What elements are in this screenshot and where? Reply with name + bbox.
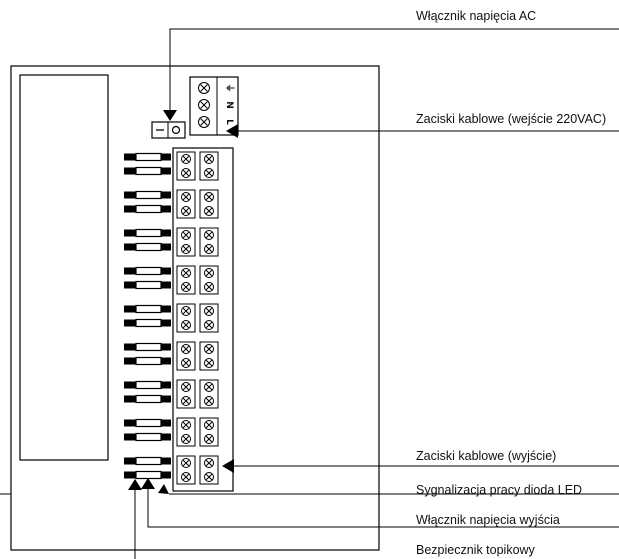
input-terminal-screw-icon — [198, 116, 210, 128]
output-terminal-screw-icon — [204, 168, 214, 178]
callout-fuse — [0, 479, 142, 559]
input-terminal-screw-icon — [198, 99, 210, 111]
output-terminal-block — [176, 455, 219, 485]
output-channel — [124, 341, 219, 371]
output-channel — [124, 151, 219, 181]
output-channel — [124, 265, 219, 295]
ac-switch[interactable] — [151, 121, 186, 139]
pole-n-label: N — [224, 101, 234, 109]
output-terminal-screw-icon — [181, 282, 191, 292]
output-terminal-screw-icon — [181, 396, 191, 406]
output-terminal-screw-icon — [204, 154, 214, 164]
output-terminal-screw-icon — [181, 306, 191, 316]
output-terminal-screw-icon — [181, 358, 191, 368]
output-channel — [124, 455, 219, 485]
callout-output-terminals — [222, 459, 619, 473]
output-switch-icon[interactable] — [124, 166, 171, 176]
output-channel — [124, 379, 219, 409]
output-terminal-screw-icon — [204, 434, 214, 444]
fuse-icon[interactable] — [124, 190, 171, 200]
label-led: Sygnalizacja pracy dioda LED — [416, 483, 582, 497]
output-terminal-screw-icon — [204, 268, 214, 278]
label-fuse: Bezpiecznik topikowy — [416, 543, 536, 557]
output-terminal-screw-icon — [181, 434, 191, 444]
label-output-switch: Włącznik napięcia wyjścia — [416, 513, 560, 527]
output-channel — [124, 303, 219, 333]
output-switch-icon[interactable] — [124, 280, 171, 290]
fuse-icon[interactable] — [124, 228, 171, 238]
output-terminal-screw-icon — [204, 396, 214, 406]
output-terminal-screw-icon — [181, 382, 191, 392]
output-terminal-screw-icon — [181, 344, 191, 354]
enclosure — [10, 65, 380, 551]
output-terminal-screw-icon — [181, 420, 191, 430]
callout-led — [158, 484, 619, 495]
output-terminal-block — [176, 227, 219, 257]
side-panel — [19, 74, 109, 461]
fuse-icon[interactable] — [124, 152, 171, 162]
label-output-terminals: Zaciski kablowe (wyjście) — [416, 449, 556, 463]
output-terminal-screw-icon — [204, 472, 214, 482]
fuse-icon[interactable] — [124, 456, 171, 466]
output-terminal-screw-icon — [181, 230, 191, 240]
fuse-icon[interactable] — [124, 342, 171, 352]
output-terminal-screw-icon — [181, 472, 191, 482]
output-terminal-screw-icon — [204, 420, 214, 430]
output-terminal-screw-icon — [181, 458, 191, 468]
output-terminal-screw-icon — [181, 206, 191, 216]
output-channel — [124, 189, 219, 219]
callout-input-terminals — [226, 124, 619, 138]
output-terminal-screw-icon — [204, 358, 214, 368]
output-terminal-screw-icon — [181, 244, 191, 254]
fuse-icon[interactable] — [124, 380, 171, 390]
pole-l-label: L — [224, 119, 234, 125]
output-channel — [124, 417, 219, 447]
output-terminal-block — [176, 341, 219, 371]
output-terminal-screw-icon — [181, 154, 191, 164]
output-terminal-screw-icon — [181, 168, 191, 178]
output-terminal-screw-icon — [204, 306, 214, 316]
output-switch-icon[interactable] — [124, 242, 171, 252]
output-terminal-block — [176, 379, 219, 409]
callout-output-switch — [141, 478, 619, 528]
output-terminal-strip — [172, 147, 234, 492]
output-switch-icon[interactable] — [124, 204, 171, 214]
output-terminal-block — [176, 417, 219, 447]
output-terminal-block — [176, 303, 219, 333]
output-terminal-screw-icon — [204, 458, 214, 468]
output-channels — [124, 151, 219, 485]
fuse-icon[interactable] — [124, 418, 171, 428]
output-terminal-screw-icon — [204, 192, 214, 202]
output-terminal-screw-icon — [204, 320, 214, 330]
output-terminal-screw-icon — [181, 268, 191, 278]
input-terminal-screw-icon — [198, 82, 210, 94]
output-terminal-screw-icon — [181, 320, 191, 330]
pole-ground-label: ⏚ — [224, 83, 235, 92]
output-terminal-screw-icon — [204, 344, 214, 354]
output-terminal-screw-icon — [204, 382, 214, 392]
output-terminal-screw-icon — [204, 282, 214, 292]
input-terminal-block: ⏚ N L — [189, 76, 239, 136]
fuse-icon[interactable] — [124, 304, 171, 314]
output-switch-icon[interactable] — [124, 394, 171, 404]
output-switch-icon[interactable] — [124, 356, 171, 366]
label-ac-switch: Włącznik napięcia AC — [416, 9, 536, 23]
output-switch-icon[interactable] — [124, 470, 171, 480]
output-switch-icon[interactable] — [124, 432, 171, 442]
output-terminal-block — [176, 189, 219, 219]
output-terminal-screw-icon — [204, 230, 214, 240]
output-terminal-screw-icon — [204, 244, 214, 254]
output-terminal-block — [176, 151, 219, 181]
callout-ac-switch — [163, 28, 619, 121]
fuse-icon[interactable] — [124, 266, 171, 276]
label-input-terminals: Zaciski kablowe (wejście 220VAC) — [416, 112, 606, 126]
output-terminal-screw-icon — [181, 192, 191, 202]
output-channel — [124, 227, 219, 257]
output-switch-icon[interactable] — [124, 318, 171, 328]
output-terminal-block — [176, 265, 219, 295]
output-terminal-screw-icon — [204, 206, 214, 216]
